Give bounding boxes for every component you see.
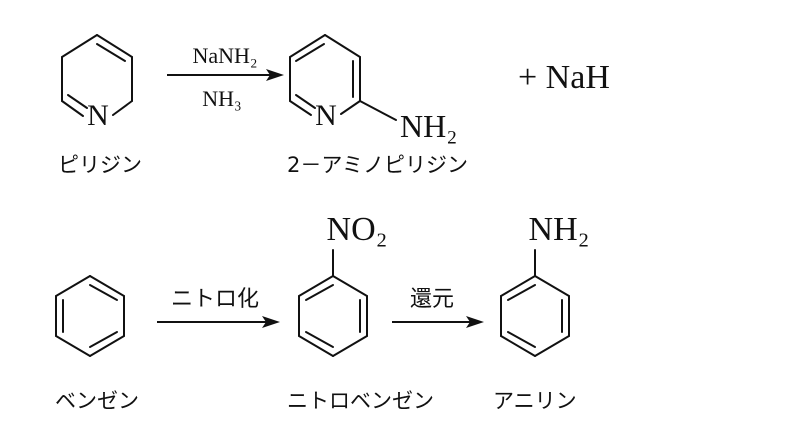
aminopyridine-nh2-label: NH₂ (400, 108, 457, 144)
reduction-label: 還元 (410, 287, 454, 312)
reagent-sodium-amide: NaNH₂ (192, 43, 257, 68)
nitrobenzene-ring (298, 249, 368, 357)
pyridine-ring (61, 34, 133, 117)
aniline-name: アニリン (493, 389, 577, 413)
aniline-nh2-label: NH₂ (529, 211, 590, 248)
pyridine-name: ピリジン (58, 153, 142, 177)
benzene-ring (55, 275, 125, 357)
aminopyridine-name: 2－アミノピリジン (287, 153, 468, 177)
aniline-ring (500, 249, 570, 357)
aminopyridine-nitrogen-label: N (315, 99, 337, 132)
benzene-name: ベンゼン (55, 389, 139, 413)
nitrobenzene-no2-label: NO₂ (327, 211, 388, 248)
reaction-arrow-1 (167, 69, 284, 81)
aminopyridine-ring (289, 34, 397, 121)
pyridine-nitrogen-label: N (87, 99, 109, 132)
byproduct-sodium-hydride: + NaH (518, 59, 610, 96)
nitration-arrow (157, 316, 280, 328)
nitration-label: ニトロ化 (171, 287, 259, 312)
nitrobenzene-name: ニトロベンゼン (287, 389, 434, 413)
reagent-ammonia: NH₃ (202, 86, 241, 111)
reduction-arrow (392, 316, 484, 328)
